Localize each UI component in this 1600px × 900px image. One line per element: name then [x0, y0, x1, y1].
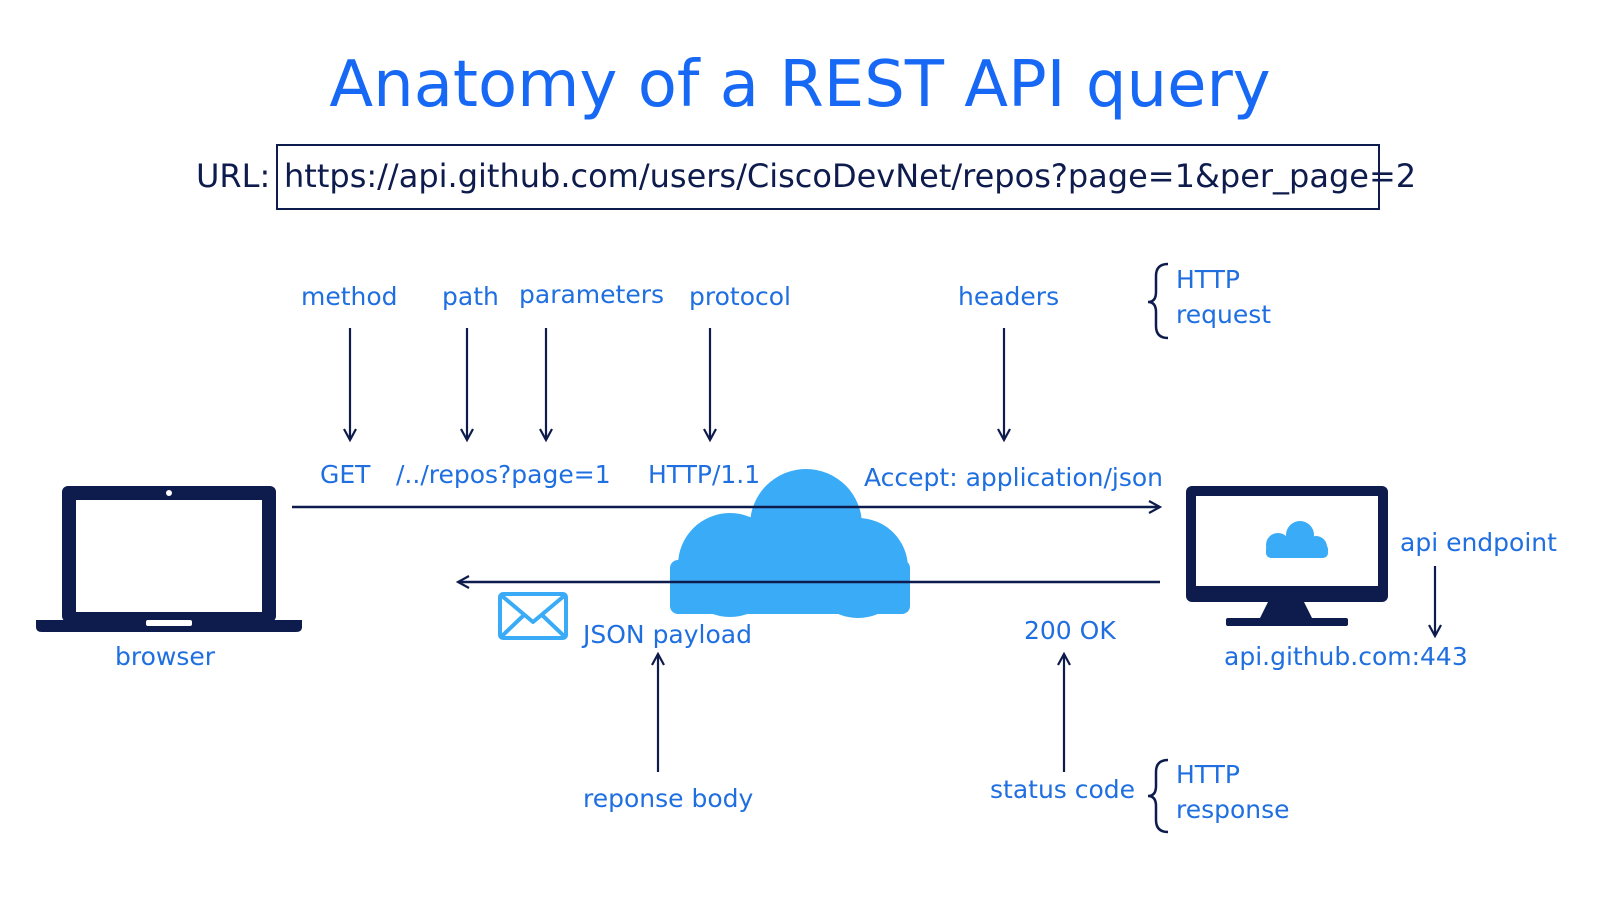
laptop-icon: [36, 486, 302, 632]
envelope-icon: [498, 592, 568, 640]
status-value-label: 200 OK: [1024, 616, 1116, 645]
status-code-label: status code: [990, 775, 1136, 804]
http-request-line2: request: [1176, 300, 1272, 329]
path-label: path: [442, 282, 499, 311]
protocol-label: protocol: [689, 282, 791, 311]
http-response-line1: HTTP: [1176, 760, 1240, 789]
json-payload-label: JSON payload: [583, 620, 752, 649]
diagram-title: Anatomy of a REST API query: [329, 48, 1271, 122]
parameters-label: parameters: [519, 280, 665, 309]
http-response-brace: [1147, 758, 1169, 834]
protocol-value: HTTP/1.1: [648, 460, 761, 489]
http-request-line1: HTTP: [1176, 265, 1240, 294]
monitor-icon: [1186, 486, 1388, 626]
path-value: /../repos?page=1: [396, 460, 611, 489]
headers-value: Accept: application/json: [864, 463, 1164, 492]
http-request-brace: [1147, 262, 1169, 340]
api-endpoint-label: api endpoint: [1400, 528, 1557, 557]
headers-label: headers: [958, 282, 1060, 311]
url-box: [276, 144, 1380, 210]
method-label: method: [301, 282, 398, 311]
small-cloud-icon: [1266, 521, 1328, 558]
api-address-label: api.github.com:443: [1224, 642, 1468, 671]
method-value: GET: [320, 460, 371, 489]
url-value: https://api.github.com/users/CiscoDevNet…: [284, 157, 1417, 195]
url-label: URL:: [196, 157, 271, 195]
browser-label: browser: [115, 642, 216, 671]
response-body-label: reponse body: [583, 784, 754, 813]
cloud-icon: [670, 469, 910, 618]
http-response-line2: response: [1176, 795, 1290, 824]
